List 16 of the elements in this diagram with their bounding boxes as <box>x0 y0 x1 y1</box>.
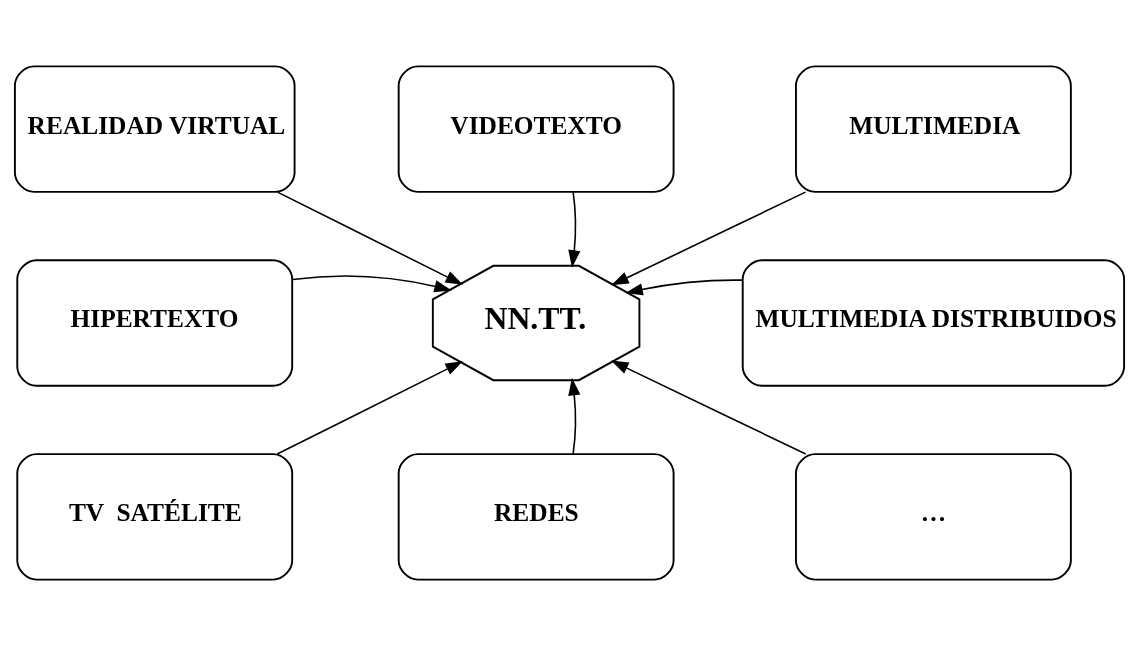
node-box: REDES <box>397 453 675 581</box>
node-box: MULTIMEDIA DISTRIBUIDOS <box>741 259 1126 387</box>
node-box: … <box>795 453 1072 581</box>
arrow <box>291 275 452 293</box>
node-box: VIDEOTEXTO <box>397 65 675 193</box>
arrow <box>276 191 463 285</box>
node-box: MULTIMEDIA <box>795 65 1072 193</box>
arrow <box>611 360 807 455</box>
arrow <box>611 191 807 286</box>
node-box: HIPERTEXTO <box>16 259 294 387</box>
arrow <box>276 361 463 455</box>
arrow <box>625 279 744 296</box>
node-box: REALIDAD VIRTUAL <box>13 65 296 193</box>
arrow <box>568 191 581 268</box>
node-box: TV SATÉLITE <box>16 453 294 581</box>
arrow <box>568 377 581 455</box>
